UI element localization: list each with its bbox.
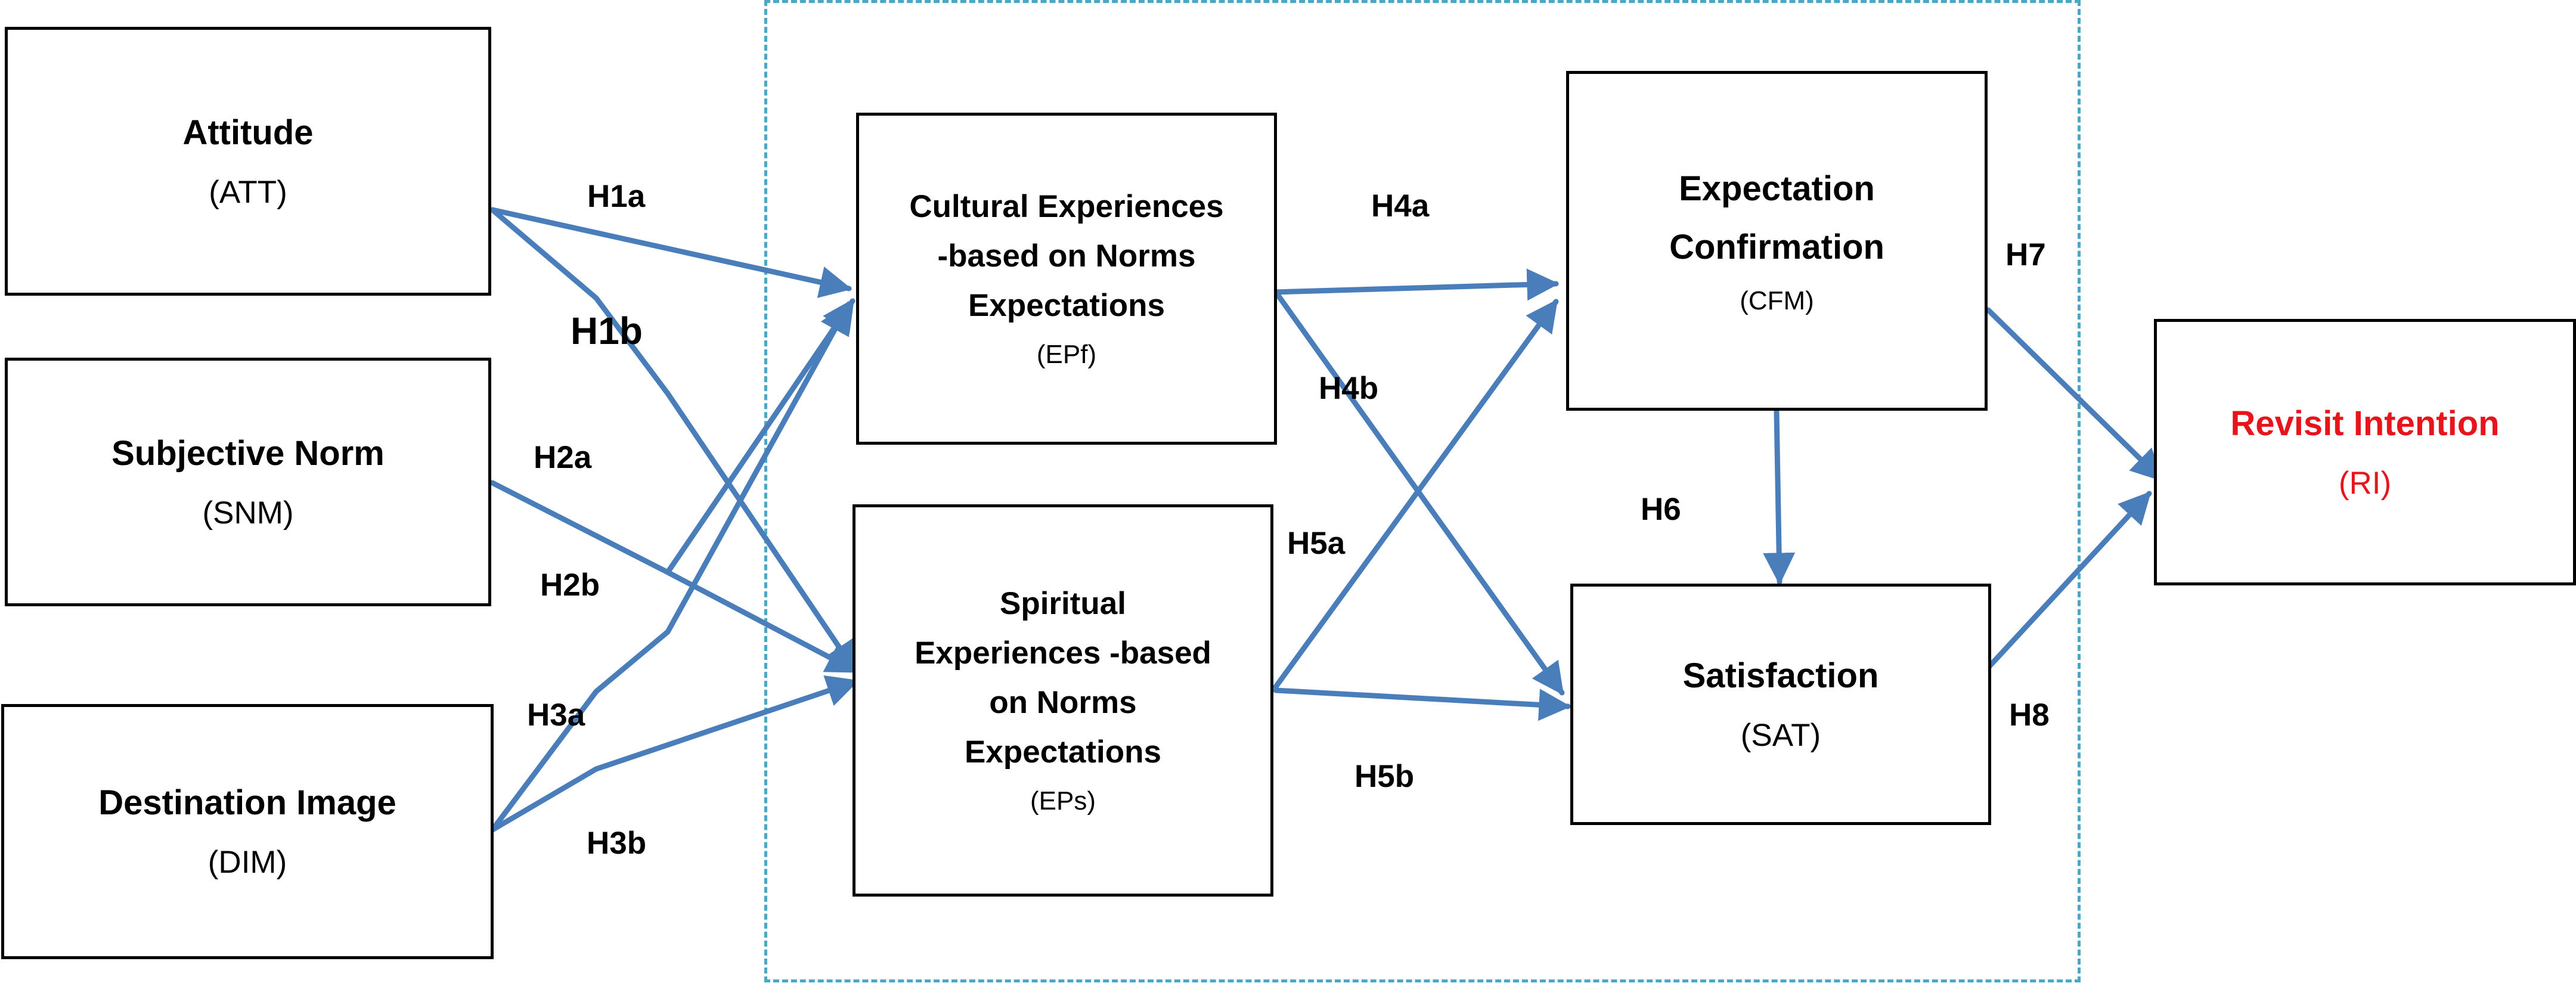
label-h4b: H4b <box>1319 371 1379 406</box>
construct-eps-name: Spiritual Experiences -based on Norms Ex… <box>915 586 1211 770</box>
construct-ri-name: Revisit Intention <box>2230 404 2500 443</box>
label-h8: H8 <box>2009 697 2050 733</box>
construct-sat: Satisfaction (SAT) <box>1570 584 1991 825</box>
arrow-h1b <box>489 207 858 674</box>
construct-cfm: Expectation Confirmation (CFM) <box>1566 71 1988 411</box>
label-h3a: H3a <box>527 697 585 733</box>
arrow-h1a <box>489 207 853 298</box>
arrow-h2a <box>489 298 855 576</box>
construct-snm: Subjective Norm (SNM) <box>5 358 491 606</box>
construct-sat-name: Satisfaction <box>1682 656 1879 695</box>
label-h5a: H5a <box>1287 526 1346 561</box>
construct-eps-code: (EPs) <box>1030 786 1096 816</box>
label-h5b: H5b <box>1354 759 1415 794</box>
construct-cfm-code: (CFM) <box>1740 286 1814 315</box>
label-h1a: H1a <box>587 179 646 214</box>
label-h1b: H1b <box>571 309 643 352</box>
mediator-frame <box>764 0 2081 982</box>
construct-dim: Destination Image (DIM) <box>1 704 494 959</box>
construct-dim-code: (DIM) <box>207 845 287 880</box>
label-h3b: H3b <box>587 826 647 861</box>
construct-snm-code: (SNM) <box>202 495 294 531</box>
construct-epf-name: Cultural Experiences -based on Norms Exp… <box>909 189 1224 323</box>
arrow-h3a <box>489 301 852 833</box>
construct-att-name: Attitude <box>182 113 314 152</box>
label-h6: H6 <box>1641 492 1681 527</box>
construct-att: Attitude (ATT) <box>5 27 491 296</box>
label-h7: H7 <box>2005 237 2046 272</box>
construct-snm-name: Subjective Norm <box>111 433 385 473</box>
arrow-h3b <box>489 675 860 833</box>
arrow-h8 <box>1985 491 2152 671</box>
construct-sat-code: (SAT) <box>1740 717 1821 753</box>
construct-eps: Spiritual Experiences -based on Norms Ex… <box>853 504 1273 897</box>
construct-cfm-name: Expectation Confirmation <box>1669 169 1884 266</box>
construct-epf: Cultural Experiences -based on Norms Exp… <box>856 113 1277 445</box>
construct-ri: Revisit Intention (RI) <box>2154 319 2576 585</box>
label-h2a: H2a <box>534 440 592 475</box>
arrow-h6 <box>1763 408 1796 585</box>
construct-dim-name: Destination Image <box>98 783 396 822</box>
construct-att-code: (ATT) <box>209 174 287 210</box>
arrow-h4a <box>1273 268 1560 301</box>
construct-epf-code: (EPf) <box>1036 340 1097 369</box>
label-h4a: H4a <box>1371 188 1430 224</box>
arrow-h5a <box>1273 299 1559 690</box>
arrow-h2b <box>665 569 859 674</box>
label-h2b: H2b <box>540 568 600 603</box>
arrow-h7 <box>1985 307 2164 482</box>
construct-ri-code: (RI) <box>2338 465 2392 501</box>
arrow-h5b <box>1273 687 1571 721</box>
